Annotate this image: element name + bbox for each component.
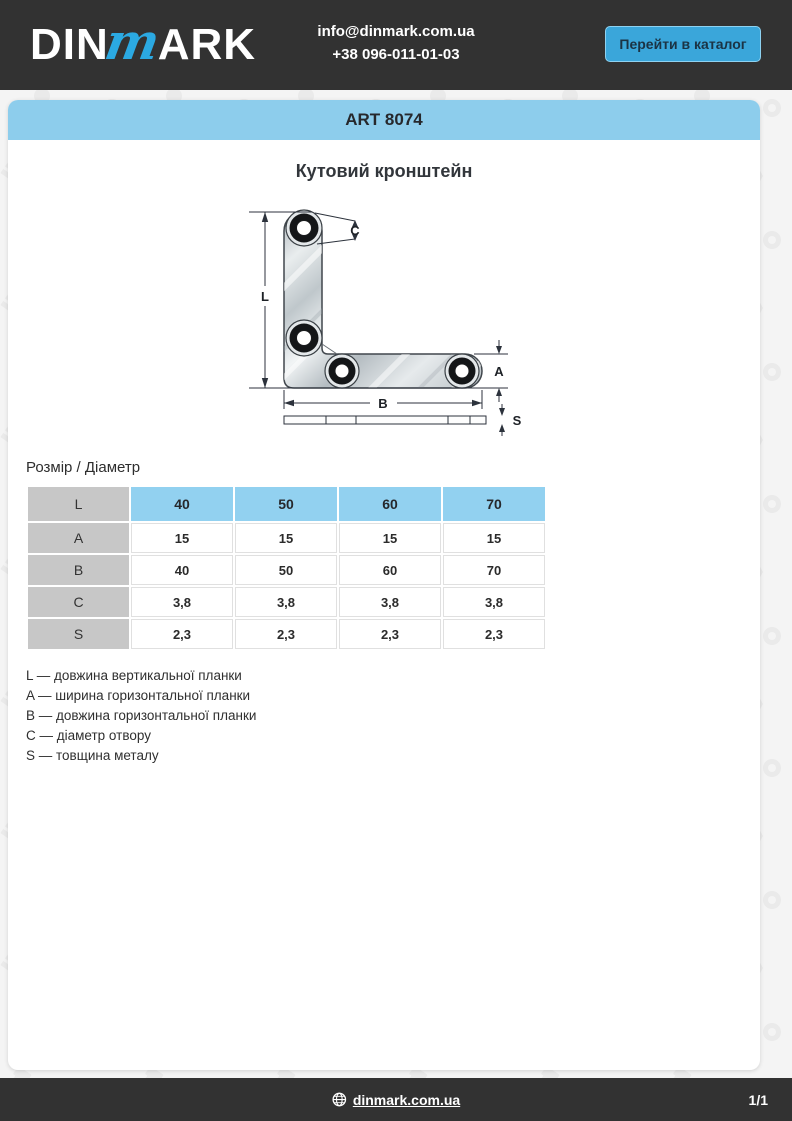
dim-label-C: C (350, 223, 360, 238)
value-cell: 3,8 (131, 587, 233, 617)
footer-website-text[interactable]: dinmark.com.ua (352, 1091, 461, 1108)
value-cell: 2,3 (131, 619, 233, 649)
size-header-cell: 70 (443, 487, 545, 521)
dim-label-L: L (261, 289, 269, 304)
dimension-lines (249, 211, 508, 436)
value-cell: 15 (443, 523, 545, 553)
globe-icon (332, 1092, 347, 1107)
value-cell: 40 (131, 555, 233, 585)
size-heading: Розмір / Діаметр (26, 459, 141, 476)
value-cell: 3,8 (339, 587, 441, 617)
dimension-arrows (261, 212, 505, 432)
logo-text-ark: ARK (157, 20, 257, 69)
size-header-cell: 60 (339, 487, 441, 521)
legend-item: C — діаметр отвору (26, 728, 151, 743)
value-cell: 3,8 (443, 587, 545, 617)
go-to-catalog-button[interactable]: Перейти в каталог (605, 26, 761, 62)
footer-website-link[interactable]: dinmark.com.ua (332, 1092, 460, 1108)
product-title: Кутовий кронштейн (295, 161, 473, 181)
value-cell: 70 (443, 555, 545, 585)
logo-text-din: DIN (30, 20, 109, 69)
value-cell: 2,3 (443, 619, 545, 649)
contact-phone: +38 096-011-01-03 (332, 46, 460, 63)
size-header-cell: 50 (235, 487, 337, 521)
header: DINmARK info@dinmark.com.ua +38 096-011-… (0, 0, 792, 90)
page-indicator: 1/1 (748, 1091, 768, 1108)
param-cell: S (28, 619, 129, 649)
value-cell: 2,3 (235, 619, 337, 649)
contact-block: info@dinmark.com.ua +38 096-011-01-03 (317, 20, 474, 66)
param-cell: L (28, 487, 129, 521)
param-cell: B (28, 555, 129, 585)
param-cell: C (28, 587, 129, 617)
value-cell: 15 (131, 523, 233, 553)
article-banner: ART 8074 (8, 100, 760, 140)
legend-item: A — ширина горизонтальної планки (26, 688, 251, 703)
value-cell: 50 (235, 555, 337, 585)
dim-label-B: B (378, 396, 387, 411)
param-cell: A (28, 523, 129, 553)
value-cell: 3,8 (235, 587, 337, 617)
technical-drawing: L C A B S (234, 194, 534, 449)
dim-label-S: S (513, 413, 522, 428)
dimension-legend: L — довжина вертикальної планки A — ширин… (26, 666, 760, 766)
contact-email: info@dinmark.com.ua (317, 23, 475, 40)
value-cell: 15 (235, 523, 337, 553)
legend-item: B — довжина горизонтальної планки (26, 708, 257, 723)
logo-m-glyph: m (100, 12, 165, 71)
value-cell: 2,3 (339, 619, 441, 649)
product-card: ART 8074 Кутовий кронштейн (8, 100, 760, 1070)
legend-item: L — довжина вертикальної планки (26, 668, 242, 683)
value-cell: 15 (339, 523, 441, 553)
dim-label-A: A (494, 364, 504, 379)
size-header-cell: 40 (131, 487, 233, 521)
value-cell: 60 (339, 555, 441, 585)
logo: DINmARK (30, 12, 257, 72)
footer: dinmark.com.ua 1/1 (0, 1078, 792, 1121)
legend-item: S — товщина металу (26, 748, 159, 763)
